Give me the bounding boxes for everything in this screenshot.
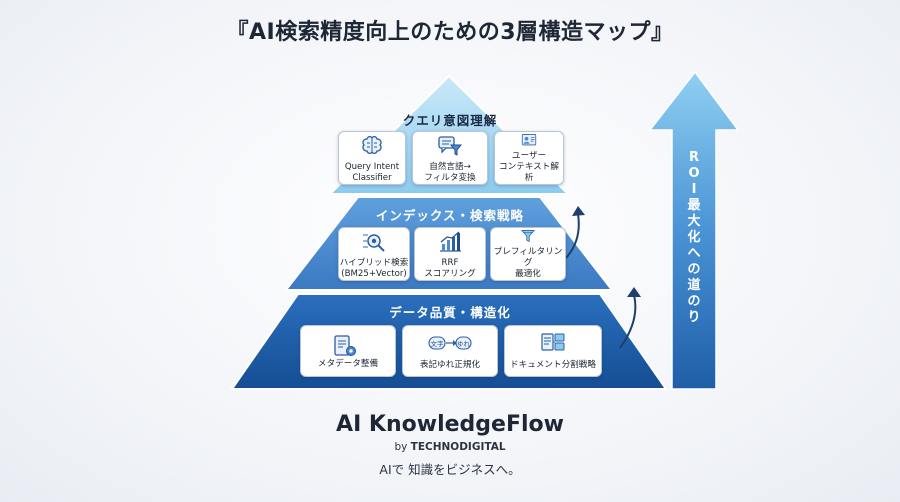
card-label: メタデータ整備: [317, 358, 379, 369]
roi-label-char: 最: [687, 198, 701, 213]
metadata-gear-icon: [334, 334, 356, 356]
text-normalize-icon: 文字 ゆれ: [428, 336, 472, 350]
brain-icon: [362, 135, 382, 154]
card-user-context-analysis: ユーザー コンテキスト解析: [494, 131, 564, 185]
roi-label-char: り: [687, 310, 701, 325]
card-label: ドキュメント分割戦略: [510, 360, 596, 370]
card-hybrid-search: ハイブリッド検索 (BM25+Vector): [338, 227, 410, 281]
card-metadata: メタデータ整備: [300, 325, 396, 377]
roi-label-char: 大: [687, 214, 701, 229]
brand-block: AI KnowledgeFlow by TECHNODIGITAL AIで 知識…: [0, 412, 900, 478]
card-rrf-scoring: RRF スコアリング: [414, 227, 486, 281]
card-label: ユーザー コンテキスト解析: [499, 151, 559, 183]
card-label: RRF スコアリング: [424, 257, 476, 279]
roi-label-char: O: [688, 166, 700, 181]
card-prefiltering: プレフィルタリング 最適化: [490, 227, 566, 281]
roi-label-char: R: [688, 150, 699, 165]
card-label: ハイブリッド検索 (BM25+Vector): [339, 257, 409, 279]
roi-label-char: I: [691, 182, 697, 197]
card-document-splitting: ドキュメント分割戦略: [504, 325, 602, 377]
curved-arrow-icon: [565, 213, 580, 259]
funnel-icon: [520, 230, 536, 243]
page-title: 『AI検索精度向上のための3層構造マップ』: [226, 20, 674, 45]
roi-label-char: の: [687, 294, 701, 309]
curved-arrow-icon: [619, 294, 637, 349]
card-natural-language-filter: 自然言語→ フィルタ変換: [412, 131, 488, 185]
brand-byline: by TECHNODIGITAL: [0, 441, 900, 453]
roi-label-char: 道: [687, 278, 701, 293]
card-label: Query Intent Classifier: [344, 161, 400, 183]
brand-tagline: AIで 知識をビジネスへ。: [379, 462, 521, 477]
document-split-icon: [541, 333, 565, 351]
bar-chart-icon: [440, 231, 461, 252]
card-label: プレフィルタリング 最適化: [493, 247, 563, 279]
layer-label-top: クエリ意図理解: [402, 113, 498, 128]
roi-label-char: の: [687, 262, 701, 277]
hybrid-search-icon: [363, 233, 385, 252]
brand-company: TECHNODIGITAL: [410, 441, 506, 453]
card-notation-normalization: 文字 ゆれ 表記ゆれ正規化: [402, 325, 498, 377]
roi-arrow: [648, 70, 740, 390]
icon-text-after: ゆれ: [457, 340, 471, 348]
user-profile-icon: [521, 134, 537, 146]
layer-label-bottom: データ品質・構造化: [389, 305, 511, 320]
roi-label-char: へ: [687, 246, 701, 261]
card-query-intent-classifier: Query Intent Classifier: [338, 131, 406, 185]
card-label: 表記ゆれ正規化: [419, 360, 481, 370]
roi-label-char: 化: [687, 230, 701, 245]
brand-name: AI KnowledgeFlow: [336, 412, 564, 437]
layer-label-middle: インデックス・検索戦略: [375, 208, 525, 223]
icon-text-before: 文字: [431, 339, 445, 348]
card-label: 自然言語→ フィルタ変換: [424, 161, 476, 183]
brand-by-prefix: by: [394, 441, 411, 453]
chat-filter-icon: [438, 135, 463, 156]
